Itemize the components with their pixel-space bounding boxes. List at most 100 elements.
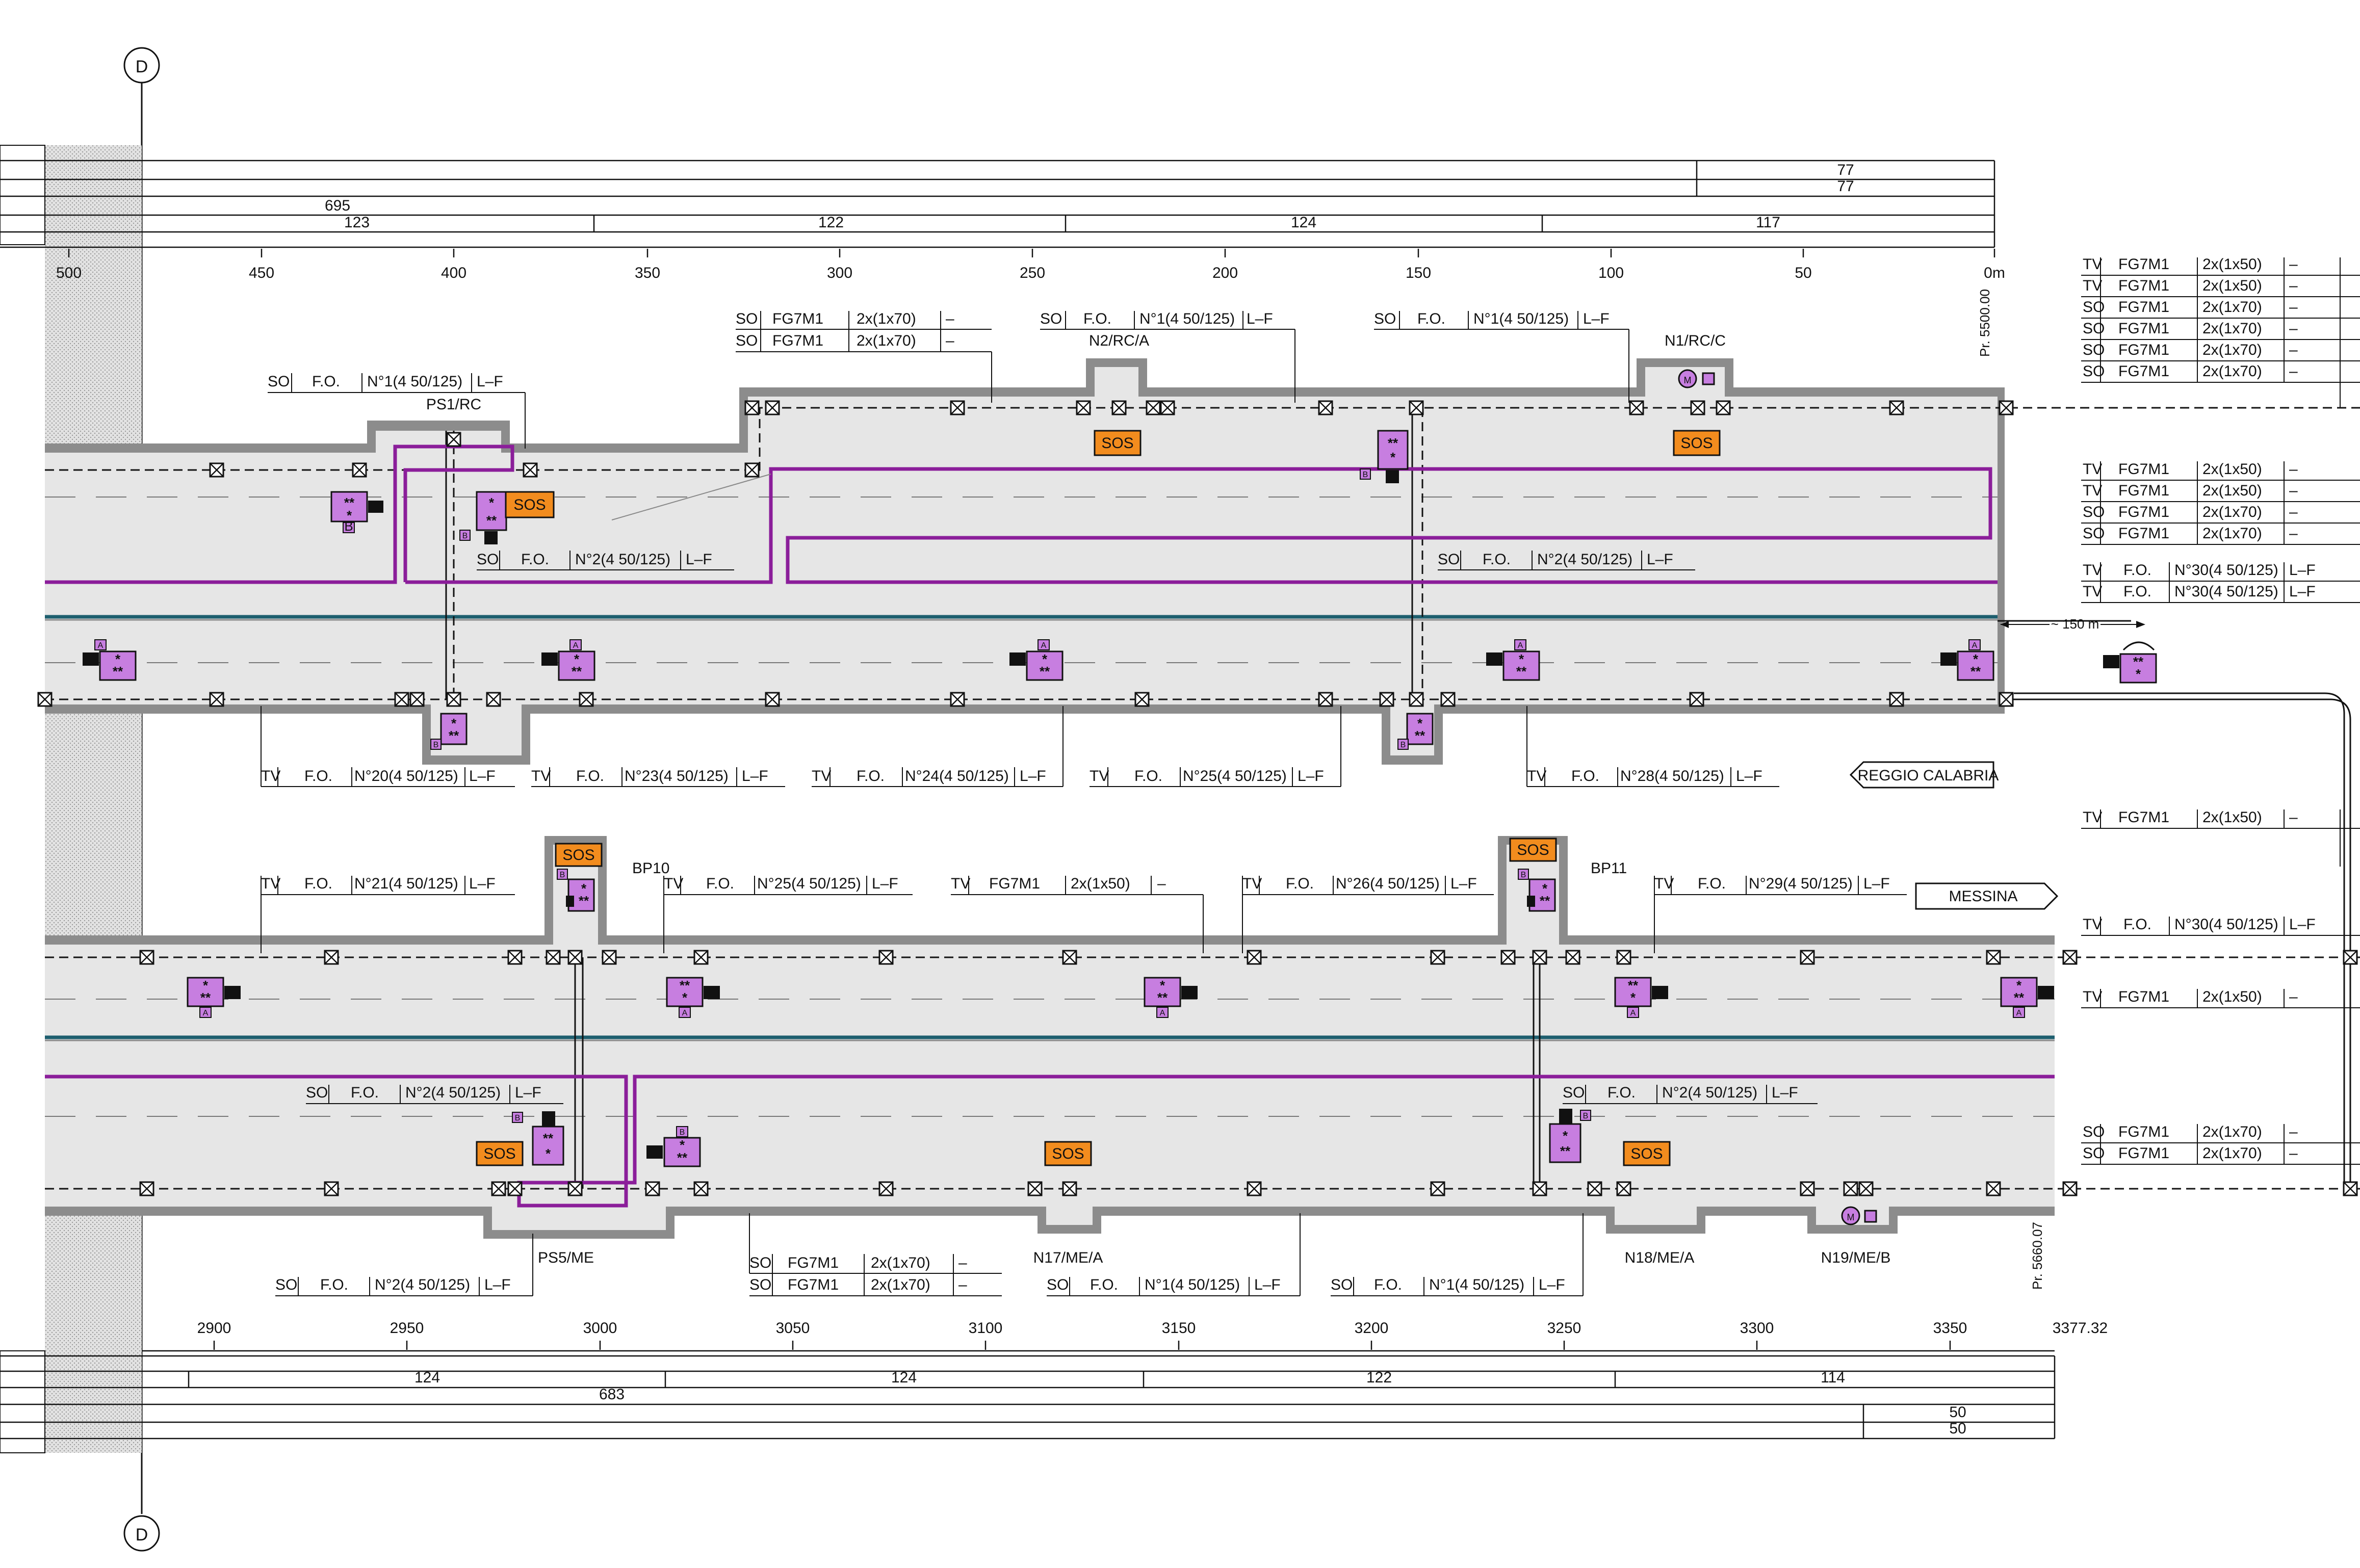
svg-text:2x(1x50): 2x(1x50) bbox=[2202, 461, 2262, 478]
svg-text:FG7M1: FG7M1 bbox=[772, 332, 823, 349]
svg-text:250: 250 bbox=[1020, 265, 1045, 281]
svg-text:L–F: L–F bbox=[1539, 1276, 1565, 1293]
svg-text:B: B bbox=[1363, 471, 1368, 479]
sos-n1: SOS bbox=[1673, 430, 1721, 456]
svg-text:2x(1x70): 2x(1x70) bbox=[2202, 363, 2262, 380]
svg-text:TV: TV bbox=[2083, 583, 2102, 600]
svg-text:N°25(4 50/125): N°25(4 50/125) bbox=[757, 875, 861, 892]
svg-text:**: ** bbox=[449, 728, 459, 743]
svg-text:SOS: SOS bbox=[562, 847, 594, 864]
svg-text:3250: 3250 bbox=[1547, 1320, 1581, 1337]
svg-text:SO: SO bbox=[275, 1276, 297, 1293]
svg-text:A: A bbox=[203, 1009, 209, 1017]
svg-text:FG7M1: FG7M1 bbox=[2118, 461, 2169, 478]
svg-text:–: – bbox=[1157, 875, 1166, 892]
svg-text:L–F: L–F bbox=[1247, 310, 1273, 327]
svg-text:N°28(4 50/125): N°28(4 50/125) bbox=[1620, 768, 1724, 785]
svg-text:SO: SO bbox=[2083, 363, 2105, 380]
svg-text:**: ** bbox=[1388, 435, 1398, 451]
svg-text:SO: SO bbox=[2083, 504, 2105, 520]
svg-text:F.O.: F.O. bbox=[1417, 310, 1445, 327]
svg-text:L–F: L–F bbox=[2289, 916, 2316, 933]
svg-text:B: B bbox=[1583, 1112, 1589, 1120]
svg-text:F.O.: F.O. bbox=[2123, 583, 2151, 600]
svg-text:L–F: L–F bbox=[469, 875, 496, 892]
svg-text:B: B bbox=[515, 1114, 521, 1122]
svg-text:**: ** bbox=[1560, 1143, 1571, 1159]
svg-text:2x(1x50): 2x(1x50) bbox=[2202, 988, 2262, 1005]
svg-text:F.O.: F.O. bbox=[2123, 916, 2151, 933]
tunnel-link bbox=[1998, 407, 2360, 1189]
svg-text:400: 400 bbox=[441, 265, 466, 281]
svg-text:FG7M1: FG7M1 bbox=[2118, 299, 2169, 316]
svg-text:N°30(4 50/125): N°30(4 50/125) bbox=[2174, 562, 2278, 579]
svg-text:PS5/ME: PS5/ME bbox=[538, 1249, 594, 1266]
svg-text:SO: SO bbox=[1331, 1276, 1353, 1293]
svg-text:N°30(4 50/125): N°30(4 50/125) bbox=[2174, 916, 2278, 933]
svg-text:SO: SO bbox=[749, 1255, 771, 1271]
svg-text:SO: SO bbox=[2083, 320, 2105, 337]
svg-text:N°20(4 50/125): N°20(4 50/125) bbox=[354, 768, 458, 785]
svg-text:F.O.: F.O. bbox=[1571, 768, 1599, 785]
svg-text:*: * bbox=[1563, 1128, 1568, 1143]
svg-text:TV: TV bbox=[812, 768, 831, 785]
svg-text:L–F: L–F bbox=[1450, 875, 1477, 892]
svg-text:L–F: L–F bbox=[2289, 562, 2316, 579]
svg-text:L–F: L–F bbox=[477, 373, 503, 390]
svg-text:2x(1x70): 2x(1x70) bbox=[2202, 299, 2262, 316]
svg-text:L–F: L–F bbox=[1863, 875, 1890, 892]
svg-text:SO: SO bbox=[1047, 1276, 1069, 1293]
svg-text:L–F: L–F bbox=[1583, 310, 1610, 327]
svg-text:FG7M1: FG7M1 bbox=[2118, 320, 2169, 337]
svg-text:N18/ME/A: N18/ME/A bbox=[1625, 1249, 1695, 1266]
svg-text:SO: SO bbox=[2083, 1123, 2105, 1140]
svg-text:N2/RC/A: N2/RC/A bbox=[1089, 332, 1149, 349]
svg-text:M: M bbox=[1847, 1212, 1855, 1222]
svg-text:N°1(4 50/125): N°1(4 50/125) bbox=[1429, 1276, 1524, 1293]
left-frame-top bbox=[0, 145, 45, 245]
svg-text:FG7M1: FG7M1 bbox=[2118, 525, 2169, 542]
svg-text:F.O.: F.O. bbox=[2123, 562, 2151, 579]
svg-text:N°29(4 50/125): N°29(4 50/125) bbox=[1749, 875, 1853, 892]
svg-text:SO: SO bbox=[268, 373, 290, 390]
svg-text:F.O.: F.O. bbox=[1374, 1276, 1402, 1293]
svg-text:N1/RC/C: N1/RC/C bbox=[1665, 332, 1726, 349]
svg-text:N°2(4 50/125): N°2(4 50/125) bbox=[375, 1276, 470, 1293]
svg-text:L–F: L–F bbox=[1020, 768, 1046, 785]
svg-text:2x(1x50): 2x(1x50) bbox=[2202, 482, 2262, 499]
svg-text:L–F: L–F bbox=[1647, 551, 1673, 568]
device-t2-lower: B ** * SOS B * ** SOS B * ** bbox=[476, 1109, 1877, 1225]
tunnel-1-bore bbox=[45, 367, 1998, 755]
tunnel-2-conduits bbox=[45, 956, 2360, 1190]
hv-symbol-n1: M bbox=[1678, 369, 1715, 388]
svg-text:2x(1x70): 2x(1x70) bbox=[2202, 1145, 2262, 1162]
svg-text:2x(1x70): 2x(1x70) bbox=[2202, 320, 2262, 337]
svg-text:F.O.: F.O. bbox=[1090, 1276, 1118, 1293]
svg-text:683: 683 bbox=[599, 1386, 625, 1403]
svg-text:TV: TV bbox=[261, 875, 280, 892]
svg-text:BP11: BP11 bbox=[1591, 860, 1627, 877]
svg-text:*: * bbox=[451, 716, 457, 731]
svg-text:FG7M1: FG7M1 bbox=[2118, 504, 2169, 520]
svg-text:N°1(4 50/125): N°1(4 50/125) bbox=[1145, 1276, 1240, 1293]
svg-text:*: * bbox=[1160, 978, 1165, 993]
svg-text:**: ** bbox=[1970, 664, 1981, 679]
device-t2-upper: A * ** A ** * A * ** A ** * bbox=[187, 838, 2054, 1018]
svg-text:124: 124 bbox=[1291, 214, 1316, 231]
svg-text:FG7M1: FG7M1 bbox=[2118, 363, 2169, 380]
svg-text:122: 122 bbox=[1366, 1369, 1392, 1386]
svg-text:N19/ME/B: N19/ME/B bbox=[1821, 1249, 1891, 1266]
svg-text:A: A bbox=[98, 641, 103, 650]
svg-text:–: – bbox=[2289, 482, 2298, 499]
svg-text:F.O.: F.O. bbox=[521, 551, 549, 568]
svg-text:2x(1x70): 2x(1x70) bbox=[2202, 342, 2262, 358]
svg-text:77: 77 bbox=[1837, 162, 1854, 178]
svg-text:TV: TV bbox=[2083, 277, 2102, 294]
svg-text:A: A bbox=[1630, 1009, 1636, 1017]
